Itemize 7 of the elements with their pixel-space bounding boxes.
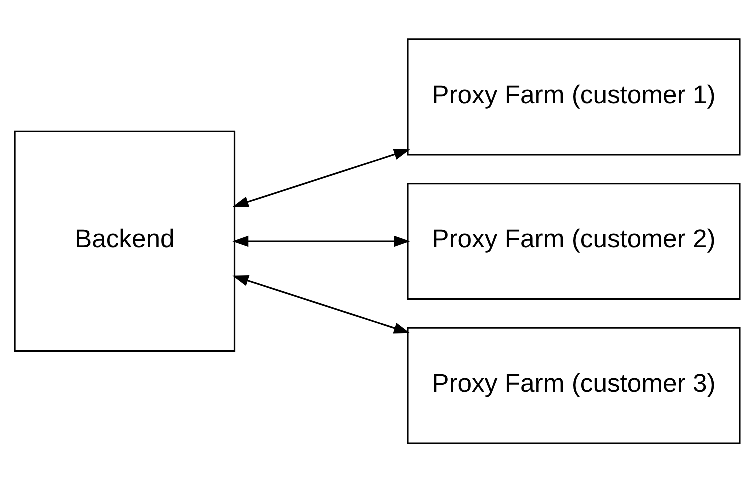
arrow: [232, 148, 410, 208]
node-box: Backend: [14, 130, 236, 352]
node-box: Proxy Farm (customer 2): [407, 182, 741, 300]
node-box: Proxy Farm (customer 3): [407, 326, 741, 444]
arrow: [232, 235, 410, 247]
arrow: [232, 274, 410, 334]
node-box: Proxy Farm (customer 1): [407, 38, 741, 156]
